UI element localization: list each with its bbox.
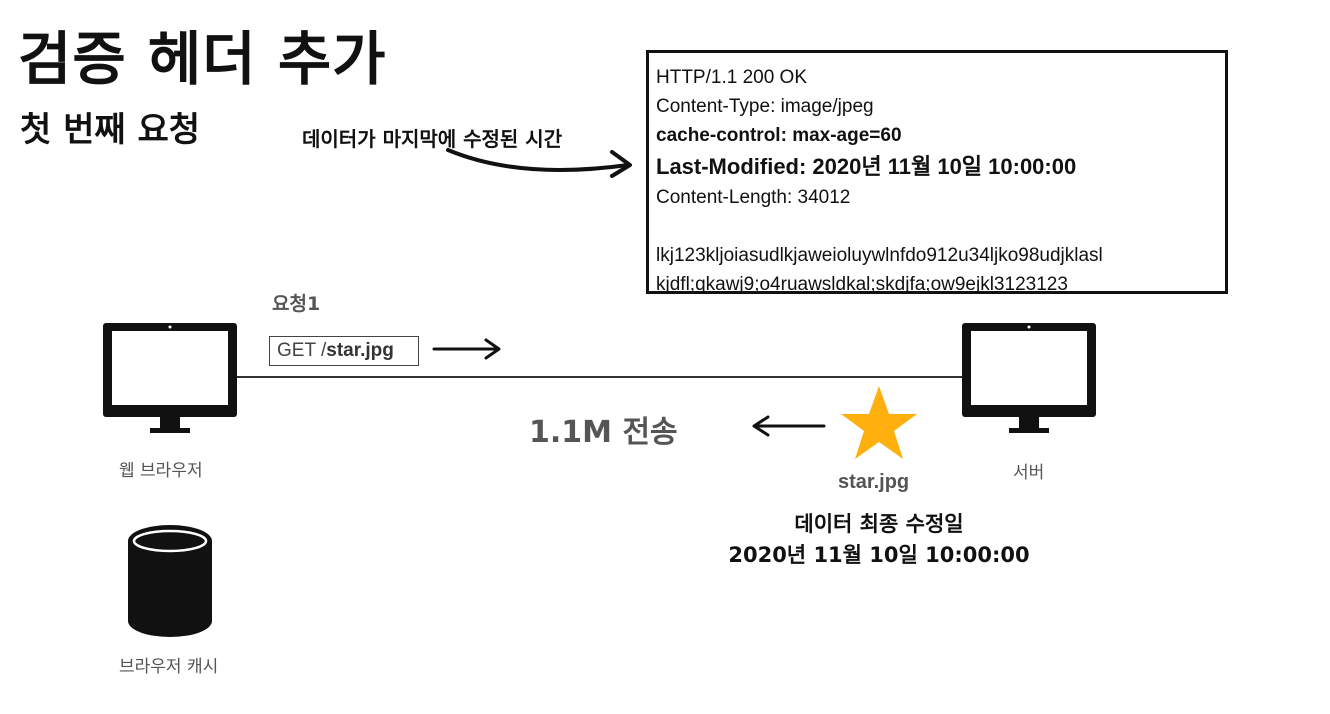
caption-line: 데이터 최종 수정일: [794, 512, 964, 536]
request-arrow: [432, 338, 501, 360]
browser-monitor-icon: [103, 323, 237, 433]
resource-name: star.jpg: [838, 471, 910, 493]
page-title: 검증 헤더 추가: [18, 25, 387, 93]
browser-label: 웹 브라우저: [119, 461, 203, 481]
request-method: GET /: [277, 340, 327, 361]
status-line: HTTP/1.1 200 OK: [656, 67, 808, 88]
page-subtitle: 첫 번째 요청: [20, 110, 201, 150]
request-path: star.jpg: [326, 340, 394, 361]
response-arrow: [752, 415, 826, 437]
response-body-line: kjdfl;qkawj9;o4ruawsldkal;skdjfa;ow9ejkl…: [656, 274, 1068, 295]
caption-line: 2020년 11월 10일 10:00:00: [728, 543, 1030, 567]
request-box: GET /star.jpg: [269, 336, 419, 366]
server-label: 서버: [1013, 463, 1045, 483]
last-modified-caption: 데이터 최종 수정일 2020년 11월 10일 10:00:00: [716, 509, 1042, 571]
annotation-arrow: [446, 148, 632, 178]
cache-control-header: cache-control: max-age=60: [656, 125, 902, 146]
star-icon: [841, 386, 917, 459]
last-modified-header: Last-Modified: 2020년 11월 10일 10:00:00: [656, 154, 1077, 179]
http-response-box: HTTP/1.1 200 OK Content-Type: image/jpeg…: [646, 50, 1228, 295]
server-monitor-icon: [962, 323, 1096, 433]
content-type-header: Content-Type: image/jpeg: [656, 96, 874, 117]
last-modified-annotation: 데이터가 마지막에 수정된 시간: [302, 127, 563, 151]
cache-label: 브라우저 캐시: [119, 657, 219, 677]
content-length-header: Content-Length: 34012: [656, 187, 851, 208]
response-body-line: lkj123kljoiasudlkjaweioluywlnfdo912u34lj…: [656, 245, 1103, 266]
request-label: 요청1: [272, 293, 321, 315]
cache-database-icon: [128, 525, 212, 637]
transfer-label: 1.1M 전송: [529, 415, 678, 450]
